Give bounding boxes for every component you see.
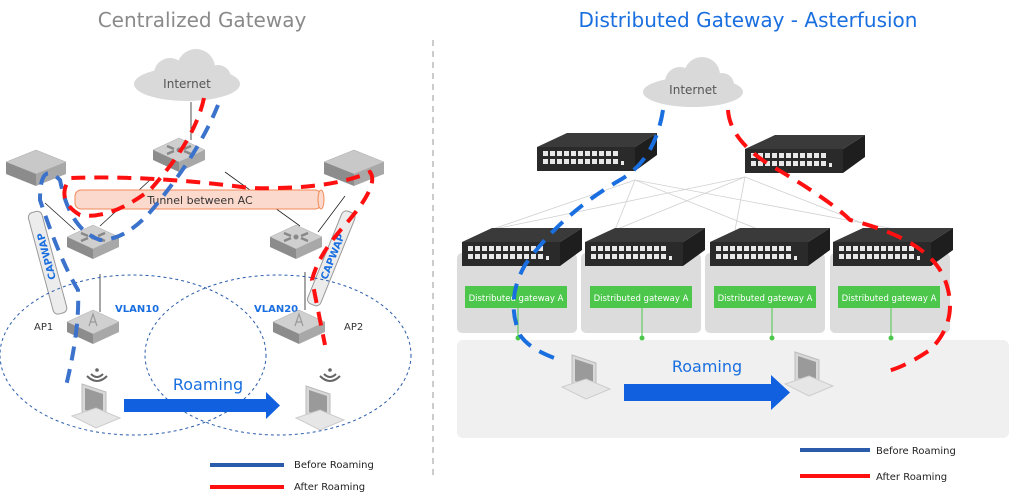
spine-switch-2-icon [745, 135, 865, 173]
before-roaming-path-right [511, 109, 665, 362]
wifi-right-icon [319, 367, 341, 382]
gateway-3: Distributed gateway A [714, 286, 816, 341]
right-legend-after-label: After Roaming [876, 472, 947, 483]
vlan20-coverage [144, 274, 412, 436]
core-router-icon [151, 136, 207, 174]
tunnel-between-ac [74, 189, 325, 210]
access-switch-right-icon [268, 223, 324, 261]
leaf-switch-2-icon [585, 228, 705, 266]
gateway-2-label: Distributed gateway A [594, 294, 689, 304]
vlan10-coverage [0, 274, 267, 436]
distributed-gateway-panel: Distributed Gateway - Asterfusion Intern… [457, 8, 1009, 483]
gateway-3-label: Distributed gateway A [718, 294, 813, 304]
legend-after-label: After Roaming [294, 482, 365, 493]
tunnel-label: Tunnel between AC [146, 194, 253, 207]
gateway-2: Distributed gateway A [590, 286, 692, 341]
vlan20-label: VLAN20 [254, 304, 298, 315]
gateway-4: Distributed gateway A [838, 286, 940, 341]
right-roaming-label: Roaming [672, 357, 742, 376]
gateway-1-label: Distributed gateway A [469, 294, 564, 304]
leaf-switch-1-icon [462, 228, 582, 266]
laptop-left-icon [71, 383, 121, 429]
legend-before-label: Before Roaming [294, 460, 374, 471]
gateway-4-label: Distributed gateway A [842, 294, 937, 304]
right-legend: Before Roaming After Roaming [800, 446, 956, 483]
internet-cloud-icon [134, 49, 240, 101]
vlan10-label: VLAN10 [115, 304, 159, 315]
centralized-gateway-panel: Centralized Gateway Internet Tunnel betw… [0, 8, 412, 493]
before-roaming-path-left [37, 104, 220, 391]
after-roaming-path-left [62, 97, 375, 346]
left-roaming-label: Roaming [173, 375, 243, 394]
after-roaming-path-right [726, 109, 952, 374]
ac-right-icon [323, 149, 385, 187]
wifi-left-icon [86, 367, 108, 382]
leaf-switch-3-icon [710, 228, 830, 266]
ap1-label: AP1 [34, 322, 53, 333]
roaming-arrow [124, 392, 280, 419]
right-roaming-arrow [624, 375, 790, 410]
left-title: Centralized Gateway [98, 8, 307, 32]
left-legend: Before Roaming After Roaming [210, 460, 374, 493]
left-internet-label: Internet [163, 77, 211, 91]
internet-cloud-right-icon [643, 57, 743, 107]
spine-leaf-links [489, 176, 901, 231]
laptop-right-icon [295, 385, 345, 431]
ac-left-icon [5, 149, 67, 187]
right-title: Distributed Gateway - Asterfusion [579, 8, 918, 32]
ap2-label: AP2 [344, 322, 363, 333]
right-internet-label: Internet [669, 83, 717, 97]
right-legend-before-label: Before Roaming [876, 446, 956, 457]
